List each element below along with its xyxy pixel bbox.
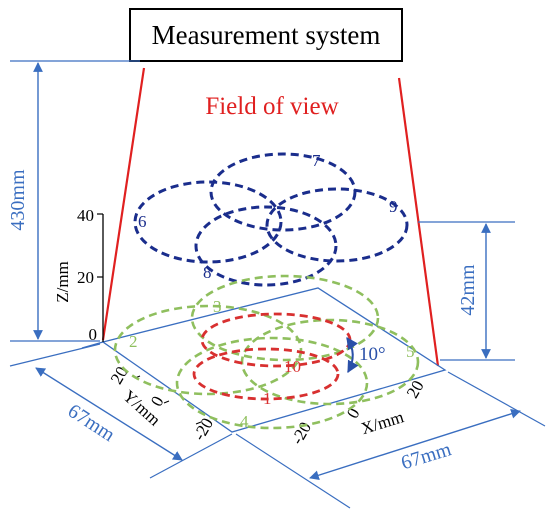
z-tick-40: 40 bbox=[77, 206, 94, 225]
circle-label-1: 1 bbox=[263, 389, 272, 408]
y-axis-label: Y/mm bbox=[119, 386, 164, 429]
x-tick-neg20: -20 bbox=[287, 419, 315, 448]
upper-circles bbox=[133, 152, 409, 287]
circle-label-9: 9 bbox=[389, 197, 398, 216]
circle-9 bbox=[265, 187, 409, 263]
z-axis-label: Z/mm bbox=[53, 261, 72, 303]
x-axis-label: X/mm bbox=[359, 407, 406, 438]
circle-3 bbox=[190, 274, 380, 362]
circle-label-8: 8 bbox=[203, 263, 212, 282]
rotation-arrow bbox=[346, 337, 359, 374]
circle-7 bbox=[209, 152, 357, 232]
circle-label-6: 6 bbox=[138, 212, 147, 231]
circle-label-7: 7 bbox=[312, 151, 321, 170]
circle-1 bbox=[192, 347, 340, 401]
circle-label-4: 4 bbox=[240, 412, 249, 431]
x-axis: -20 0 20 X/mm bbox=[287, 377, 427, 448]
angle-label: 10° bbox=[359, 344, 386, 365]
circle-6 bbox=[133, 180, 283, 264]
fov-left-edge bbox=[101, 67, 146, 341]
width-y-label: 67mm bbox=[64, 400, 119, 447]
field-of-view-label: Field of view bbox=[205, 93, 338, 120]
circle-4 bbox=[175, 336, 369, 430]
field-of-view: Field of view bbox=[101, 67, 440, 367]
y-tick-20: 20 bbox=[107, 363, 132, 387]
circle-2 bbox=[113, 304, 303, 396]
measurement-system-box: Measurement system bbox=[129, 8, 403, 62]
height-layer-label: 42mm bbox=[457, 264, 479, 316]
circle-10 bbox=[200, 312, 352, 368]
lower-green-numbers: 2 3 4 5 bbox=[129, 297, 415, 431]
z-tick-0: 0 bbox=[89, 325, 98, 344]
rotation-indicator: 10° bbox=[346, 337, 386, 374]
z-axis: 40 20 0 Z/mm bbox=[53, 206, 104, 344]
dimension-430: 430mm bbox=[7, 60, 140, 342]
height-total-label: 430mm bbox=[7, 169, 29, 231]
circle-label-10: 10 bbox=[284, 357, 301, 376]
width-x-label: 67mm bbox=[399, 438, 455, 474]
circle-label-3: 3 bbox=[213, 297, 222, 316]
circle-8 bbox=[194, 205, 338, 287]
circle-label-2: 2 bbox=[129, 332, 138, 351]
lower-red-numbers: 10 1 bbox=[263, 357, 301, 408]
upper-circle-numbers: 6 7 8 9 bbox=[138, 151, 398, 282]
circle-label-5: 5 bbox=[406, 342, 415, 361]
measurement-system-label: Measurement system bbox=[152, 20, 381, 50]
y-axis: 20 0 -20 Y/mm bbox=[107, 363, 217, 444]
dimension-42: 42mm bbox=[418, 221, 515, 361]
z-tick-20: 20 bbox=[77, 268, 94, 287]
